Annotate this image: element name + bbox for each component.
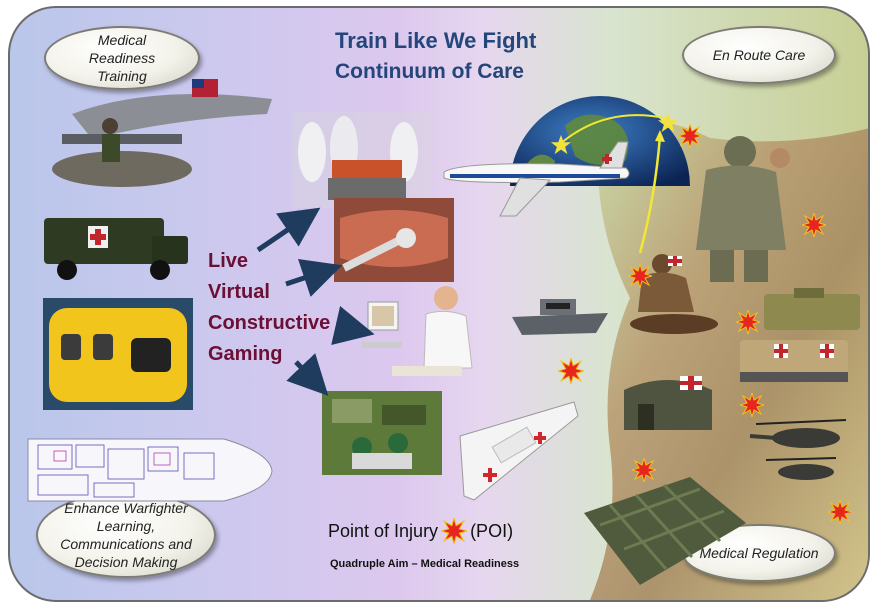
burst-icon <box>802 213 826 237</box>
en-route-care-oval: En Route Care <box>682 26 836 84</box>
lvc-list: Live Virtual Constructive Gaming <box>208 246 330 370</box>
soldiers-image <box>696 136 790 282</box>
field-hospital-grid-image <box>584 477 746 585</box>
title-line-2: Continuum of Care <box>335 60 524 83</box>
oval-label: Medical Readiness Training <box>88 32 156 84</box>
yellow-star-icon <box>550 134 572 155</box>
field-tent-image <box>624 376 712 430</box>
burst-icon <box>628 264 652 288</box>
oval-label: En Route Care <box>712 47 806 63</box>
oval-label: Medical Regulation <box>699 545 819 561</box>
oval-label: Enhance Warfighter Learning, Communicati… <box>60 500 192 570</box>
poi-suffix: (POI) <box>470 520 514 541</box>
arrow-gaming <box>286 353 329 396</box>
burst-icon <box>632 458 656 482</box>
field-medic-image <box>630 254 718 334</box>
gaming-simulation-image <box>322 391 442 475</box>
burst-icon <box>441 518 468 544</box>
arrows-overlay <box>256 207 375 396</box>
terrain-map <box>590 120 868 600</box>
helicopters-image <box>749 419 847 480</box>
title-line-1: Train Like We Fight <box>335 28 537 53</box>
poi-label: Point of Injury (POI) <box>328 518 513 544</box>
lvc-live: Live <box>208 250 249 272</box>
medical-readiness-training-oval: Medical Readiness Training <box>44 26 200 90</box>
poi-prefix: Point of Injury <box>328 520 439 541</box>
armored-vehicles-image <box>740 288 860 382</box>
aircraft-medical-training-image <box>52 79 272 187</box>
surgical-anatomy-image <box>334 198 454 282</box>
burst-icon <box>828 500 852 524</box>
rescue-capsule-image <box>43 298 193 410</box>
lvc-constructive: Constructive <box>208 312 331 334</box>
diagram-frame: Train Like We Fight Continuum of Care Me… <box>8 6 870 602</box>
burst-icon <box>736 310 760 334</box>
patrol-boat-image <box>512 299 608 335</box>
arrow-constructive <box>331 305 375 345</box>
field-ambulance-image <box>44 218 188 280</box>
hospital-ship-image <box>459 401 579 501</box>
lvc-virtual: Virtual <box>208 281 270 303</box>
arrow-virtual <box>285 258 343 297</box>
hazmat-team-image <box>292 112 432 208</box>
yellow-star-icon <box>657 112 679 133</box>
arrow-live <box>256 207 321 253</box>
lvc-gaming: Gaming <box>208 343 283 365</box>
enhance-warfighter-oval: Enhance Warfighter Learning, Communicati… <box>36 492 216 578</box>
ship-floorplan-image <box>27 438 273 502</box>
burst-icon <box>558 358 584 384</box>
route-arrow <box>638 130 665 254</box>
burst-icon <box>740 393 764 417</box>
medevac-airplane-image <box>443 141 630 217</box>
footer-caption: Quadruple Aim – Medical Readiness <box>330 558 520 570</box>
burst-icon <box>678 124 702 148</box>
